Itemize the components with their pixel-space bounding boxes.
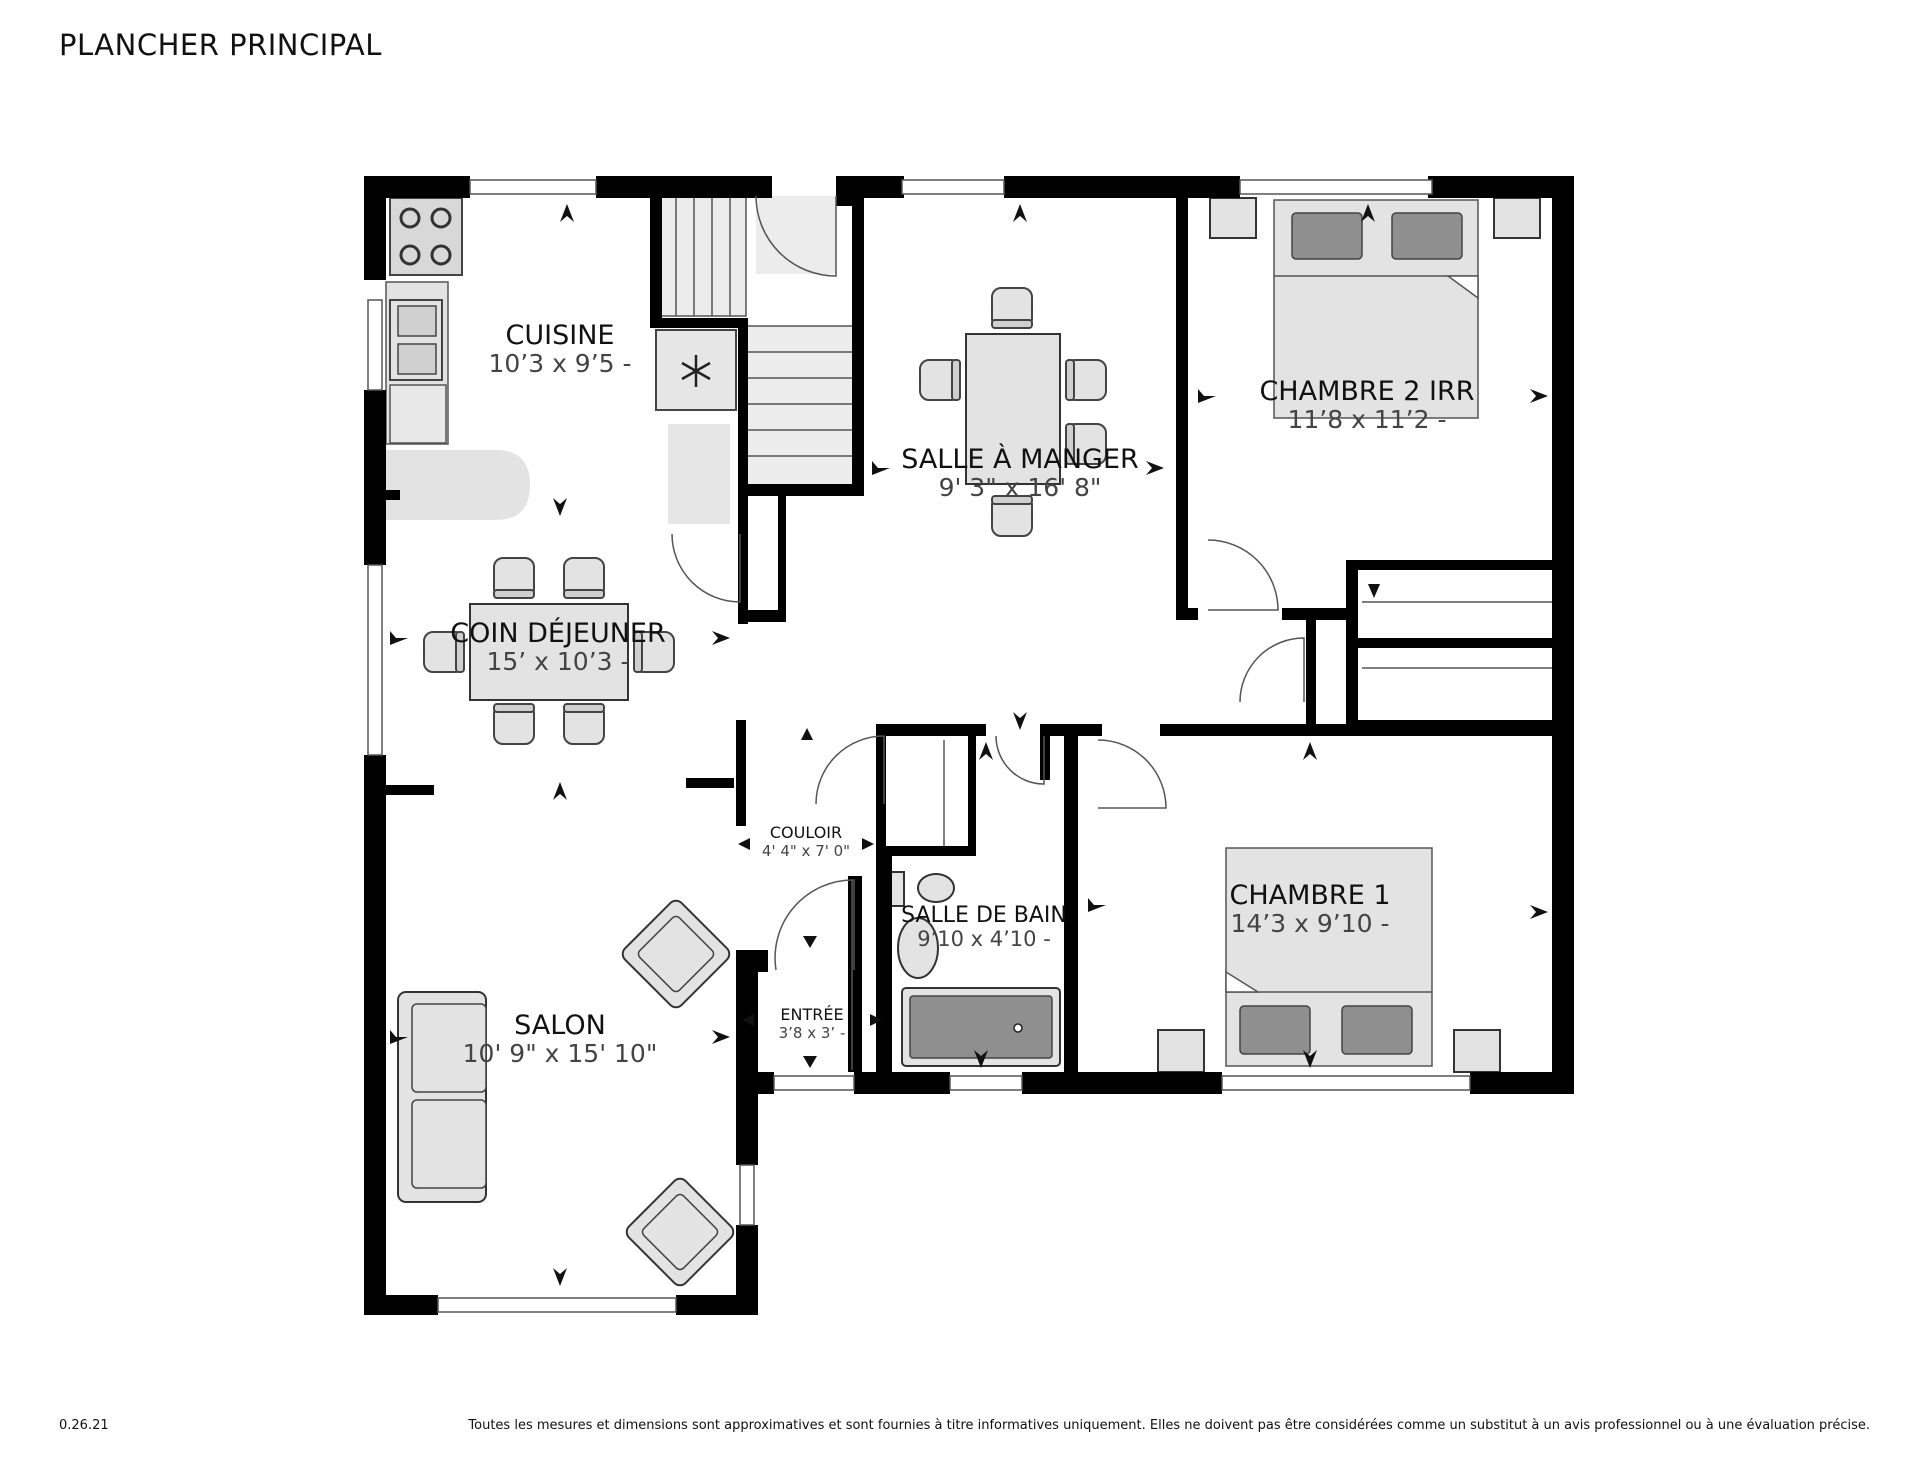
pantry xyxy=(668,424,730,524)
nightstand xyxy=(1157,1029,1205,1073)
walls xyxy=(364,176,1574,1315)
room-name-salle-a-manger: SALLE À MANGER xyxy=(901,443,1139,475)
room-dims-entree: 3’8 x 3’ - xyxy=(779,1024,846,1042)
room-dims-salle-de-bain: 9’10 x 4’10 - xyxy=(917,927,1051,951)
room-dims-cuisine: 10’3 x 9’5 - xyxy=(488,349,631,378)
stove xyxy=(389,197,463,276)
armchair xyxy=(625,1177,735,1287)
doors xyxy=(671,195,1305,1070)
stair-landing xyxy=(756,196,836,274)
dimension-arrows xyxy=(390,204,1548,1286)
nightstand xyxy=(1209,197,1257,239)
room-dims-chambre-1: 14’3 x 9’10 - xyxy=(1231,909,1390,938)
room-name-salon: SALON xyxy=(514,1010,606,1041)
room-dims-chambre-2: 11’8 x 11’2 - xyxy=(1288,405,1447,434)
room-dims-salle-a-manger: 9' 3" x 16' 8" xyxy=(939,473,1102,502)
dishwasher xyxy=(389,384,447,444)
room-labels: CUISINE 10’3 x 9’5 - SALLE À MANGER 9' 3… xyxy=(450,320,1474,1068)
furniture-layer xyxy=(385,195,1556,1287)
version-label: 0.26.21 xyxy=(59,1418,109,1433)
bathroom-sink xyxy=(897,917,939,979)
staircase xyxy=(657,195,859,487)
room-name-salle-de-bain: SALLE DE BAIN xyxy=(901,903,1067,928)
armchair xyxy=(621,899,731,1009)
room-name-entree: ENTRÉE xyxy=(780,1005,843,1024)
nightstand xyxy=(1453,1029,1501,1073)
disclaimer-text: Toutes les mesures et dimensions sont ap… xyxy=(468,1418,1870,1433)
breakfast-table xyxy=(469,603,629,701)
windows xyxy=(367,179,1471,1313)
snowflake-icon xyxy=(681,355,711,387)
room-name-chambre-2: CHAMBRE 2 IRR xyxy=(1259,376,1474,407)
room-name-cuisine: CUISINE xyxy=(506,320,615,351)
sofa xyxy=(397,991,487,1203)
room-dims-couloir: 4' 4" x 7' 0" xyxy=(762,842,850,860)
nightstand xyxy=(1493,197,1541,239)
room-name-couloir: COULOIR xyxy=(770,823,842,842)
kitchen-peninsula xyxy=(386,450,530,520)
room-name-chambre-1: CHAMBRE 1 xyxy=(1229,880,1390,911)
dining-table xyxy=(965,333,1061,485)
toilet xyxy=(917,873,955,903)
room-dims-coin-dejeuner: 15’ x 10’3 - xyxy=(486,647,629,676)
closet xyxy=(1362,601,1556,669)
room-dims-salon: 10' 9" x 15' 10" xyxy=(463,1039,658,1068)
room-name-coin-dejeuner: COIN DÉJEUNER xyxy=(450,617,666,649)
page-title: PLANCHER PRINCIPAL xyxy=(59,28,382,62)
